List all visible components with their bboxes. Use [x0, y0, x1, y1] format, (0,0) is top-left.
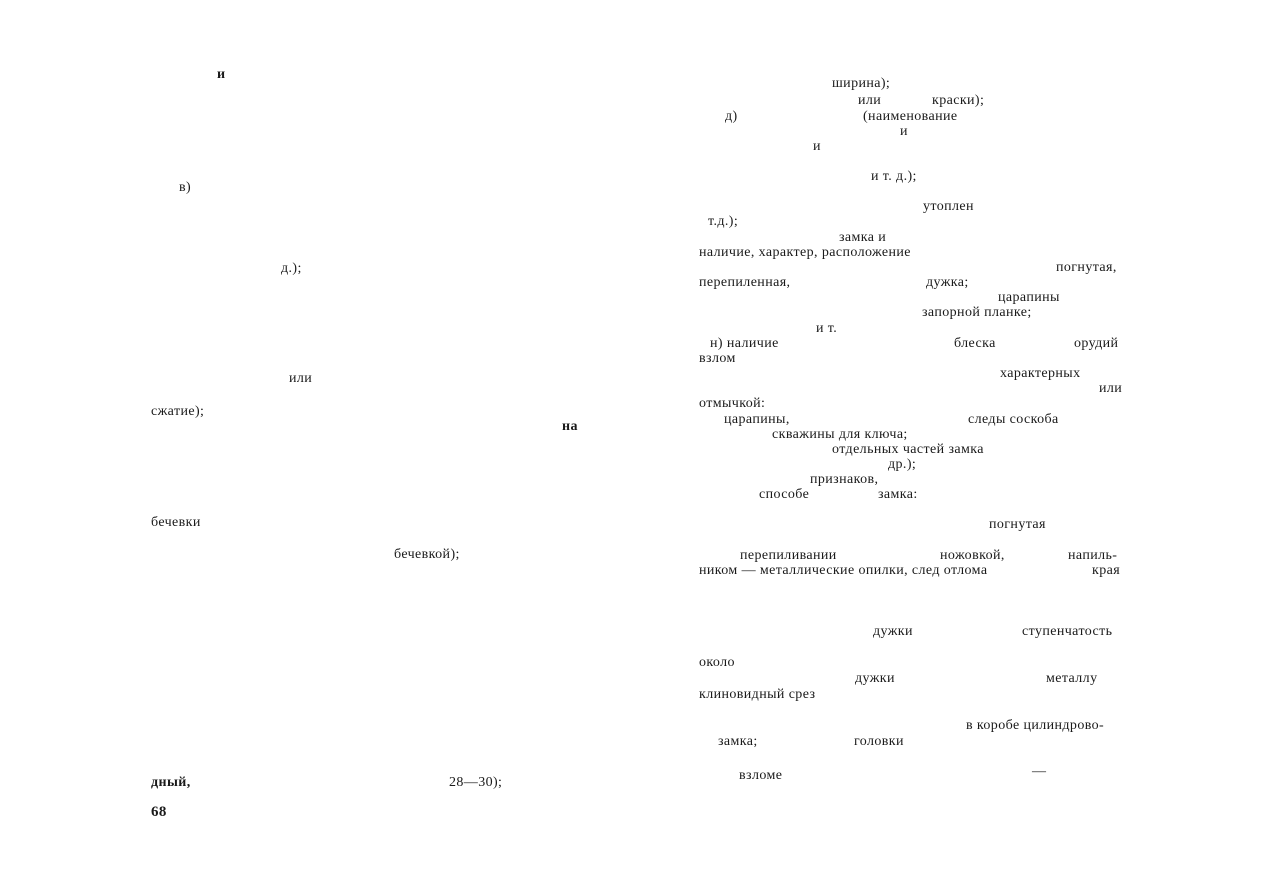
text-fragment: и	[900, 124, 908, 139]
text-fragment: характерных	[1000, 366, 1081, 381]
text-fragment: и	[217, 67, 226, 82]
text-fragment: д)	[725, 109, 738, 124]
text-fragment: наличие, характер, расположение	[699, 245, 911, 260]
text-fragment: ником — металлические опилки, след отлом…	[699, 563, 988, 578]
text-fragment: замка;	[718, 734, 758, 749]
text-fragment: бечевкой);	[394, 547, 460, 562]
text-fragment: т.д.);	[708, 214, 739, 229]
text-fragment: утоплен	[923, 199, 974, 214]
text-fragment: скважины для ключа;	[772, 427, 908, 442]
text-fragment: или	[1099, 381, 1123, 396]
text-fragment: взломе	[739, 768, 783, 783]
text-fragment: или	[289, 371, 313, 386]
text-fragment: отдельных частей замка	[832, 442, 984, 457]
text-fragment: и т. д.);	[871, 169, 917, 184]
text-fragment: погнутая,	[1056, 260, 1117, 275]
text-fragment: бечевки	[151, 515, 201, 530]
text-fragment: (наименование	[863, 109, 958, 124]
text-fragment: царапины	[998, 290, 1060, 305]
text-fragment: на	[562, 419, 578, 434]
text-fragment: дужки	[873, 624, 913, 639]
text-fragment: следы соскоба	[968, 412, 1059, 427]
text-fragment: и т.	[816, 321, 838, 336]
text-fragment: ножовкой,	[940, 548, 1005, 563]
text-fragment: в)	[179, 180, 192, 195]
text-fragment: орудий	[1074, 336, 1119, 351]
text-fragment: замка:	[878, 487, 918, 502]
text-fragment: в коробе цилиндрово-	[966, 718, 1105, 733]
right-page: ширина); или краски); д) (наименование и…	[632, 0, 1263, 893]
text-fragment: краски);	[932, 93, 985, 108]
text-fragment: царапины,	[724, 412, 790, 427]
text-fragment: края	[1092, 563, 1121, 578]
text-fragment: металлу	[1046, 671, 1098, 686]
text-fragment: ступенчатость	[1022, 624, 1113, 639]
text-fragment: запорной планке;	[922, 305, 1032, 320]
text-fragment: и	[813, 139, 821, 154]
page-number: 68	[151, 804, 167, 820]
text-fragment: —	[1032, 764, 1047, 779]
text-fragment: дный,	[151, 775, 191, 790]
left-page: и в) д.); или сжатие); на бечевки бечевк…	[151, 67, 578, 820]
text-fragment: или	[858, 93, 882, 108]
text-fragment: н) наличие	[710, 336, 779, 351]
text-fragment: способе	[759, 487, 810, 502]
text-fragment: отмычкой:	[699, 396, 766, 411]
text-fragment: перепиленная,	[699, 275, 791, 290]
text-fragment: напиль-	[1068, 548, 1118, 563]
text-fragment: головки	[854, 734, 904, 749]
text-fragment: клиновидный срез	[699, 687, 816, 702]
text-fragment: дужка;	[926, 275, 969, 290]
text-fragment: 28—30);	[449, 775, 503, 790]
text-fragment: около	[699, 655, 735, 670]
text-fragment: замка и	[839, 230, 887, 245]
text-fragment: дужки	[855, 671, 895, 686]
text-fragment: др.);	[888, 457, 917, 472]
text-fragment: блеска	[954, 336, 996, 351]
text-fragment: взлом	[699, 351, 736, 366]
text-fragment: признаков,	[810, 472, 879, 487]
text-fragment: погнутая	[989, 517, 1046, 532]
text-fragment: сжатие);	[151, 404, 205, 419]
text-fragment: перепиливании	[740, 548, 837, 563]
text-fragment: ширина);	[832, 76, 891, 91]
text-fragment: д.);	[281, 261, 302, 276]
